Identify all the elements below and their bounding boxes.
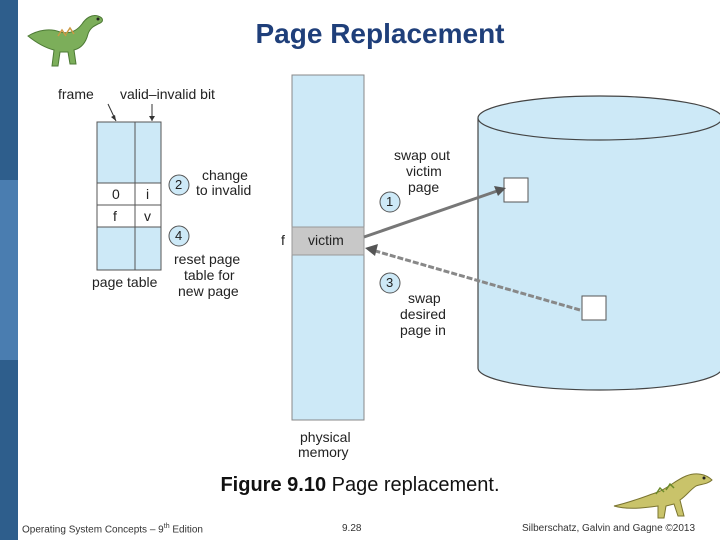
step-1-line-3: page: [408, 179, 440, 195]
step-circle-3: [379, 272, 401, 294]
row-1-bit: v: [144, 208, 151, 224]
valid-invalid-bit-label: valid–invalid bit: [120, 86, 215, 102]
memory-frame-label: f: [281, 232, 285, 248]
physical-memory-label-line-1: physical: [300, 429, 351, 445]
swap-out-arrow: [363, 188, 501, 239]
step-4-line-3: new page: [178, 283, 239, 299]
footer-left-sup: th: [163, 523, 170, 530]
footer-page-number: 9.28: [342, 523, 362, 534]
sidebar-segment: [0, 180, 18, 360]
figure-caption: Figure 9.10 Page replacement.: [0, 474, 720, 497]
step-1-line-2: victim: [406, 163, 442, 179]
sidebar-segment: [0, 0, 18, 180]
victim-page-on-disk: [503, 177, 529, 203]
step-circle-4: [168, 225, 190, 247]
footer-left-prefix: Operating System Concepts – 9: [22, 524, 164, 536]
footer-left: Operating System Concepts – 9th Edition: [22, 523, 203, 535]
footer-left-suffix: Edition: [169, 524, 203, 536]
step-1-line-1: swap out: [394, 147, 451, 163]
footer-right: Silberschatz, Galvin and Gagne ©2013: [522, 523, 696, 534]
swap-in-arrow: [371, 248, 581, 312]
dinosaur-bottom-right-icon: [613, 473, 713, 519]
page-table-label: page table: [92, 274, 158, 290]
step-circle-2: [168, 174, 190, 196]
sidebar-stripe: [0, 0, 18, 540]
step-circle-1: [379, 191, 401, 213]
step-3-line-3: page in: [400, 322, 446, 338]
slide-title: Page Replacement: [255, 18, 505, 49]
caption-text: Page replacement.: [326, 474, 500, 496]
step-3-line-1: swap: [408, 290, 441, 306]
row-0-bit: i: [146, 186, 150, 202]
caption-figure-number: Figure 9.10: [220, 474, 327, 496]
row-1-frame: f: [113, 208, 117, 224]
step-4-number: 4: [175, 228, 183, 243]
victim-label: victim: [308, 232, 344, 248]
step-3-number: 3: [386, 275, 394, 290]
step-2-number: 2: [175, 177, 183, 192]
desired-page-on-disk: [581, 295, 607, 321]
frame-label: frame: [58, 86, 94, 102]
step-4-line-2: table for: [184, 267, 235, 283]
row-0-frame: 0: [112, 186, 120, 202]
dinosaur-top-left-icon: [27, 15, 103, 67]
disk-body: [477, 118, 720, 391]
victim-frame: [291, 226, 365, 256]
disk-top: [477, 95, 720, 141]
step-3-line-2: desired: [400, 306, 446, 322]
sidebar-segment: [0, 360, 18, 540]
step-1-number: 1: [386, 194, 394, 209]
step-2-line-1: change: [202, 167, 248, 183]
physical-memory-label-line-2: memory: [298, 444, 349, 460]
step-4-line-1: reset page: [174, 251, 241, 267]
step-2-line-2: to invalid: [196, 182, 252, 198]
